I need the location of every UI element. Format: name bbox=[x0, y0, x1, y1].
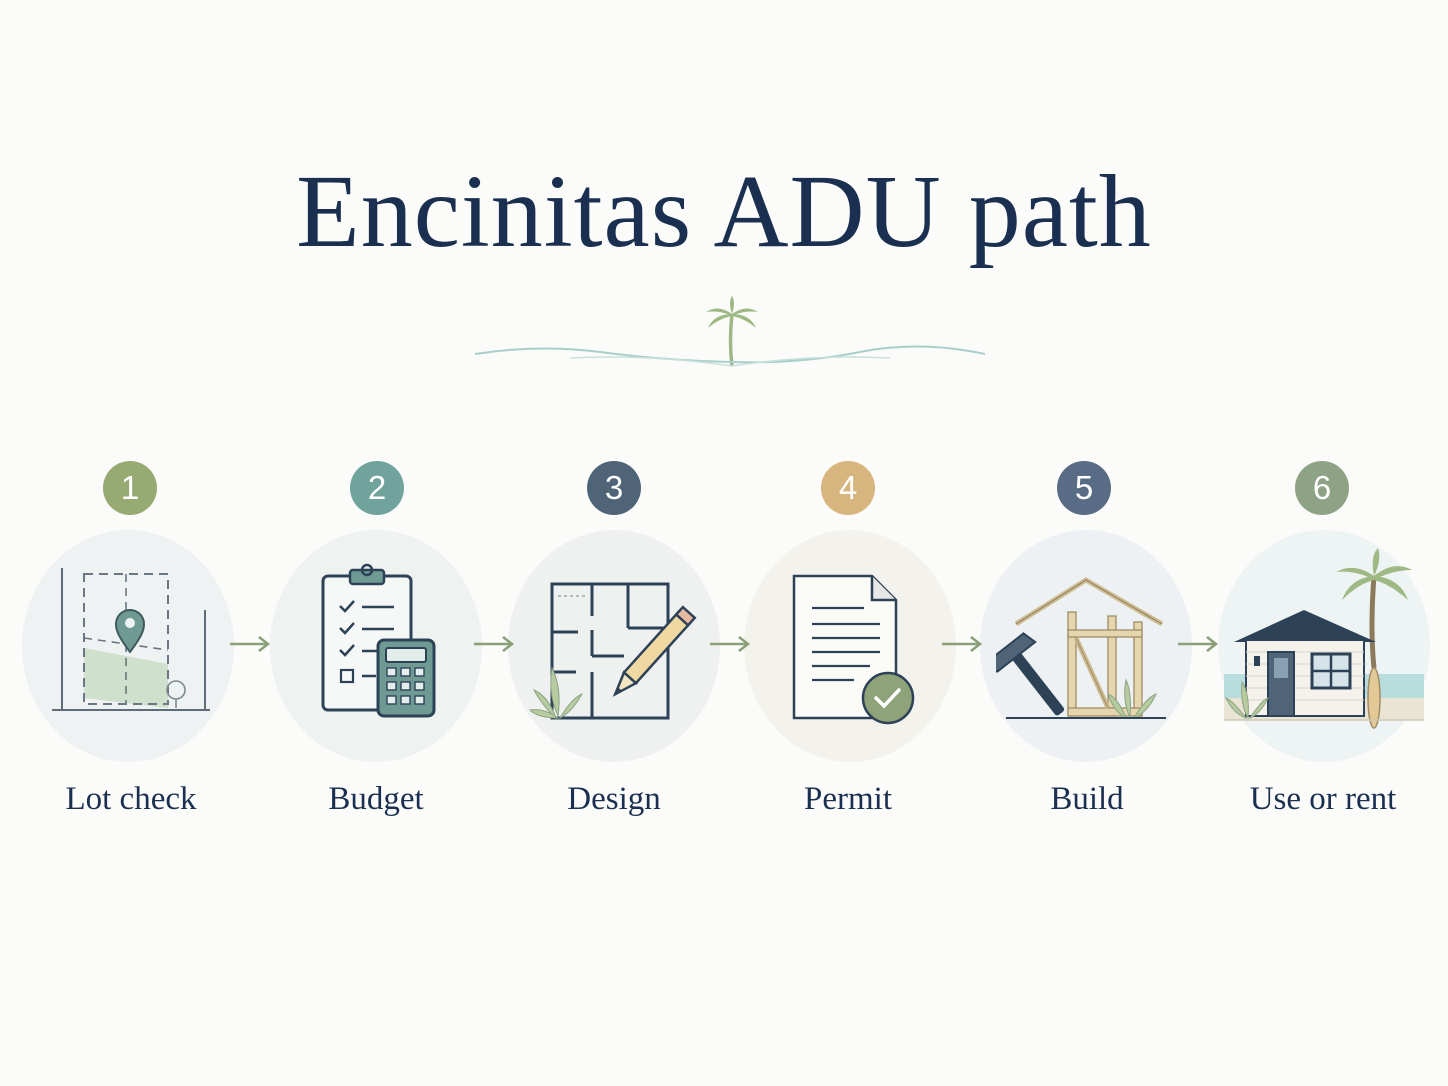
arrow-icon bbox=[474, 636, 515, 652]
step-5-badge: 5 bbox=[1057, 461, 1111, 515]
step-1-label: Lot check bbox=[65, 781, 197, 817]
step-2-badge: 2 bbox=[350, 461, 404, 515]
step-6-label: Use or rent bbox=[1249, 781, 1397, 817]
palm-tree-icon bbox=[706, 296, 758, 367]
arrow-icon bbox=[942, 636, 983, 652]
step-5-label: Build bbox=[1050, 781, 1124, 817]
page-title: Encinitas ADU path bbox=[296, 154, 1152, 269]
step-3-circle bbox=[508, 530, 720, 762]
beach-house-palm-icon bbox=[1224, 548, 1424, 729]
floor-plan-pencil-icon bbox=[528, 582, 697, 720]
palm-tree-icon bbox=[1336, 548, 1412, 669]
step-4-label: Permit bbox=[804, 781, 892, 817]
arrow-icon bbox=[230, 636, 271, 652]
palm-wave-divider bbox=[474, 296, 986, 367]
step-2-label: Budget bbox=[328, 781, 424, 817]
house-frame-hammer-icon bbox=[996, 577, 1166, 720]
arrow-icon bbox=[1178, 636, 1219, 652]
arrow-icon bbox=[710, 636, 751, 652]
step-4-badge: 4 bbox=[821, 461, 875, 515]
shrub-icon bbox=[1107, 678, 1157, 720]
step-6-badge: 6 bbox=[1295, 461, 1349, 515]
document-check-icon bbox=[792, 574, 915, 725]
map-pin-lot-icon bbox=[52, 568, 210, 711]
step-1-badge: 1 bbox=[103, 461, 157, 515]
clipboard-calculator-icon bbox=[321, 563, 436, 718]
shrub-icon bbox=[1225, 680, 1269, 720]
step-3-badge: 3 bbox=[587, 461, 641, 515]
step-3-label: Design bbox=[567, 781, 661, 817]
leaf-sprig-icon bbox=[528, 666, 584, 720]
